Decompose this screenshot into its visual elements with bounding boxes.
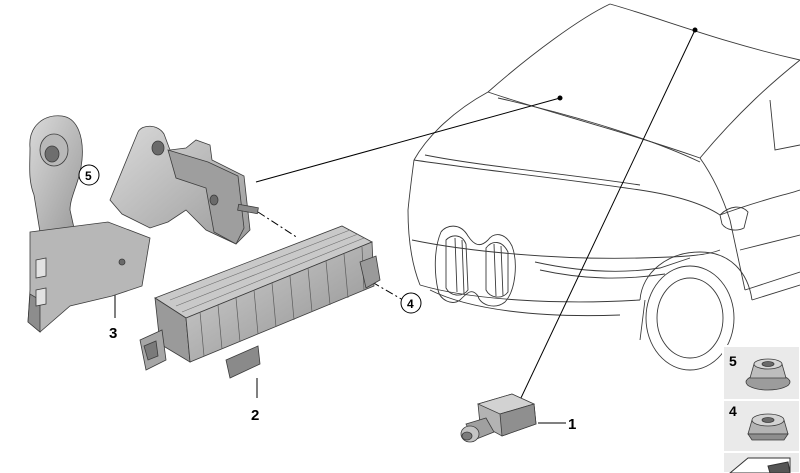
- svg-text:4: 4: [729, 403, 737, 419]
- svg-text:1: 1: [568, 416, 576, 433]
- control-unit-part-2: [139, 225, 381, 379]
- callout-5-circle: 5: [78, 164, 100, 186]
- svg-text:5: 5: [85, 169, 92, 183]
- legend-item-arrow: [729, 457, 791, 473]
- svg-text:4: 4: [407, 297, 414, 311]
- svg-text:3: 3: [109, 325, 117, 342]
- arrow-tag-icon: [729, 457, 791, 473]
- svg-text:2: 2: [251, 407, 259, 424]
- sensor-part-1: [460, 393, 537, 443]
- legend-item-4: 4: [729, 403, 789, 441]
- hex-nut-icon: [747, 413, 789, 441]
- legend-item-5: 5: [729, 353, 791, 391]
- svg-text:5: 5: [729, 353, 737, 369]
- callout-4-circle: 4: [400, 292, 422, 314]
- callout-3: 3: [109, 325, 117, 342]
- car-outline-illustration: [407, 3, 800, 371]
- flange-nut-icon: [745, 358, 791, 391]
- callout-2: 2: [251, 407, 259, 424]
- bracket-part-3: [27, 115, 259, 333]
- fastener-legend: [722, 345, 800, 473]
- callout-1: 1: [568, 416, 576, 433]
